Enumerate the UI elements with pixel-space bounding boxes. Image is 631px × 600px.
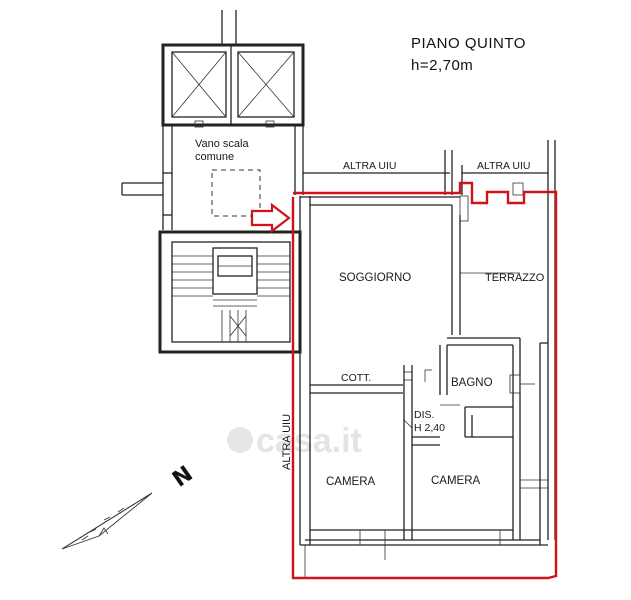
property-boundary [291,181,558,580]
entrance-arrow-icon [250,202,291,234]
ceiling-height: h=2,70m [411,57,473,74]
room-bedroom-left-label: CAMERA [326,476,376,488]
room-kitchenette-label: COTT. [341,372,371,384]
apartment-walls [299,140,556,578]
room-terrace-label: TERRAZZO [485,272,545,284]
room-hall-height: H 2,40 [414,422,445,434]
north-label: N [168,461,197,492]
floor-title: PIANO QUINTO [411,35,526,52]
neighbor-left-label: ALTRA UIU [281,414,293,470]
room-living-label: SOGGIORNO [339,272,411,284]
elevator-shafts [161,10,305,128]
north-arrow-icon: N [61,461,198,550]
watermark: casa.it [227,422,362,460]
stairwell [121,125,304,354]
room-bedroom-right-label: CAMERA [431,475,481,487]
stairwell-label-common: comune [195,151,234,163]
room-bathroom-label: BAGNO [451,377,493,389]
watermark-text: casa.it [256,422,362,460]
neighbor-top-right-label: ALTRA UIU [477,160,530,172]
stairwell-label: Vano scala [195,138,249,150]
room-hall-label: DIS. [414,409,434,421]
neighbor-top-left-label: ALTRA UIU [343,160,396,172]
